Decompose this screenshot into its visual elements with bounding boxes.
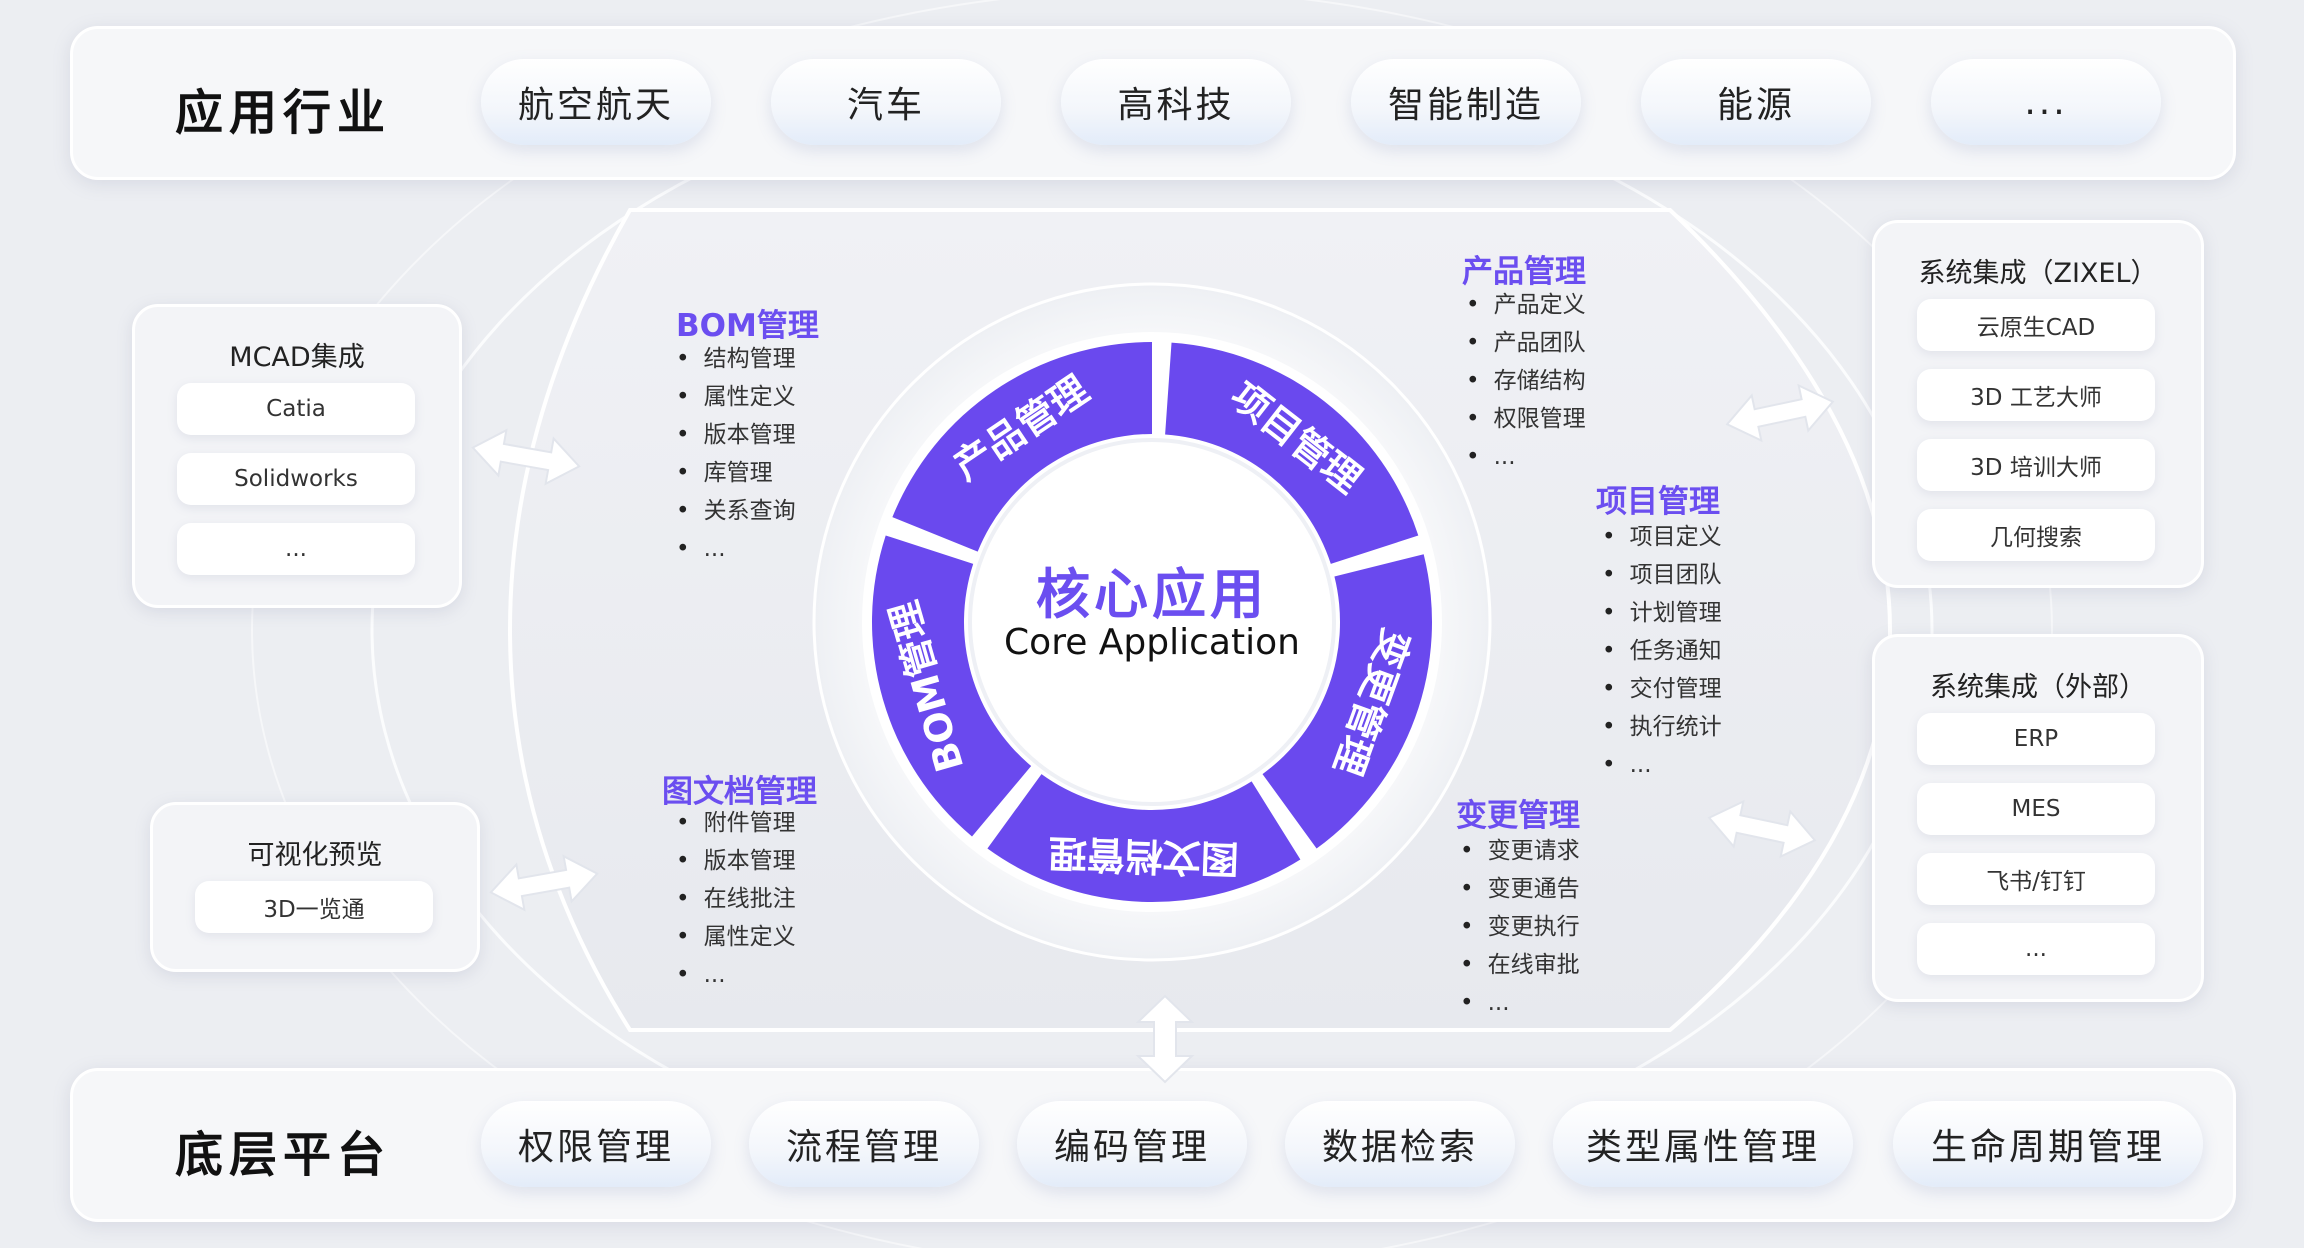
list-item: 变更请求 (1460, 832, 1580, 870)
zixel-panel: 系统集成（ZIXEL） 云原生CAD 3D 工艺大师 3D 培训大师 几何搜索 (1872, 220, 2204, 588)
platform-type-attribute[interactable]: 类型属性管理 (1553, 1101, 1853, 1187)
industry-more[interactable]: ... (1931, 59, 2161, 145)
visual-double-arrow-icon (489, 854, 599, 912)
industry-energy[interactable]: 能源 (1641, 59, 1871, 145)
list-item: 属性定义 (676, 378, 796, 416)
bom-module-list: 结构管理 属性定义 版本管理 库管理 关系查询 ... (676, 340, 796, 568)
ring-segment-project[interactable] (1165, 342, 1419, 564)
list-item: 版本管理 (676, 416, 796, 454)
visual-title: 可视化预览 (247, 840, 383, 871)
product-module-list: 产品定义 产品团队 存储结构 权限管理 ... (1466, 286, 1586, 476)
list-item: 在线批注 (676, 880, 796, 918)
doc-module-list: 附件管理 版本管理 在线批注 属性定义 ... (676, 804, 796, 994)
list-item: ... (676, 956, 796, 994)
list-item: 变更通告 (1460, 870, 1580, 908)
ring-segment-change[interactable] (1262, 554, 1433, 849)
list-item: ... (1602, 746, 1722, 784)
platform-coding[interactable]: 编码管理 (1017, 1101, 1247, 1187)
list-item: 权限管理 (1466, 400, 1586, 438)
visual-panel: 可视化预览 3D一览通 (150, 802, 480, 972)
external-double-arrow-icon (1707, 799, 1817, 859)
zixel-3d-process[interactable]: 3D 工艺大师 (1917, 369, 2155, 421)
external-erp[interactable]: ERP (1917, 713, 2155, 765)
external-feishu-dingtalk[interactable]: 飞书/钉钉 (1917, 853, 2155, 905)
core-title: 核心应用 (1036, 563, 1268, 626)
list-item: 交付管理 (1602, 670, 1722, 708)
list-item: 库管理 (676, 454, 796, 492)
list-item: 附件管理 (676, 804, 796, 842)
external-panel: 系统集成（外部） ERP MES 飞书/钉钉 ... (1872, 634, 2204, 1002)
ring-segment-doc[interactable] (987, 774, 1301, 903)
platform-permission[interactable]: 权限管理 (481, 1101, 711, 1187)
zixel-double-arrow-icon (1725, 383, 1835, 443)
ring-segment-product[interactable] (892, 342, 1152, 552)
list-item: ... (1460, 984, 1580, 1022)
platform-search[interactable]: 数据检索 (1285, 1101, 1515, 1187)
list-item: 结构管理 (676, 340, 796, 378)
mcad-more[interactable]: ... (177, 523, 415, 575)
visual-3d-viewer[interactable]: 3D一览通 (195, 881, 433, 933)
list-item: 执行统计 (1602, 708, 1722, 746)
platform-title: 底层平台 (175, 1127, 392, 1183)
list-item: 产品定义 (1466, 286, 1586, 324)
list-item: 版本管理 (676, 842, 796, 880)
platform-lifecycle[interactable]: 生命周期管理 (1893, 1101, 2203, 1187)
ring-segment-bom[interactable] (872, 535, 1032, 837)
list-item: 项目定义 (1602, 518, 1722, 556)
list-item: ... (676, 530, 796, 568)
mcad-double-arrow-icon (471, 428, 581, 486)
industry-band: 应用行业 航空航天 汽车 高科技 智能制造 能源 ... (70, 26, 2236, 180)
zixel-3d-training[interactable]: 3D 培训大师 (1917, 439, 2155, 491)
list-item: 任务通知 (1602, 632, 1722, 670)
industry-automotive[interactable]: 汽车 (771, 59, 1001, 145)
industry-smart-manufacturing[interactable]: 智能制造 (1351, 59, 1581, 145)
list-item: 计划管理 (1602, 594, 1722, 632)
list-item: 产品团队 (1466, 324, 1586, 362)
list-item: 项目团队 (1602, 556, 1722, 594)
platform-workflow[interactable]: 流程管理 (749, 1101, 979, 1187)
mcad-panel: MCAD集成 Catia Solidworks ... (132, 304, 462, 608)
list-item: 存储结构 (1466, 362, 1586, 400)
zixel-title: 系统集成（ZIXEL） (1918, 258, 2158, 289)
external-more[interactable]: ... (1917, 923, 2155, 975)
ring-segment-doc-label: 图文档管理 (1048, 831, 1239, 882)
list-item: ... (1466, 438, 1586, 476)
project-module-title: 项目管理 (1596, 484, 1720, 520)
change-module-title: 变更管理 (1456, 798, 1580, 834)
zixel-geometry-search[interactable]: 几何搜索 (1917, 509, 2155, 561)
industry-title: 应用行业 (175, 85, 392, 141)
change-module-list: 变更请求 变更通告 变更执行 在线审批 ... (1460, 832, 1580, 1022)
industry-hightech[interactable]: 高科技 (1061, 59, 1291, 145)
industry-aerospace[interactable]: 航空航天 (481, 59, 711, 145)
ring-center (968, 438, 1336, 806)
bom-module-title: BOM管理 (676, 308, 819, 344)
list-item: 关系查询 (676, 492, 796, 530)
mcad-title: MCAD集成 (229, 342, 365, 373)
core-subtitle: Core Application (1004, 622, 1300, 663)
product-module-title: 产品管理 (1462, 254, 1586, 290)
project-module-list: 项目定义 项目团队 计划管理 任务通知 交付管理 执行统计 ... (1602, 518, 1722, 784)
platform-double-arrow-icon (1135, 994, 1195, 1084)
list-item: 变更执行 (1460, 908, 1580, 946)
list-item: 属性定义 (676, 918, 796, 956)
mcad-solidworks[interactable]: Solidworks (177, 453, 415, 505)
external-mes[interactable]: MES (1917, 783, 2155, 835)
platform-band: 底层平台 权限管理 流程管理 编码管理 数据检索 类型属性管理 生命周期管理 (70, 1068, 2236, 1222)
zixel-cloud-cad[interactable]: 云原生CAD (1917, 299, 2155, 351)
external-title: 系统集成（外部） (1930, 672, 2146, 703)
mcad-catia[interactable]: Catia (177, 383, 415, 435)
list-item: 在线审批 (1460, 946, 1580, 984)
